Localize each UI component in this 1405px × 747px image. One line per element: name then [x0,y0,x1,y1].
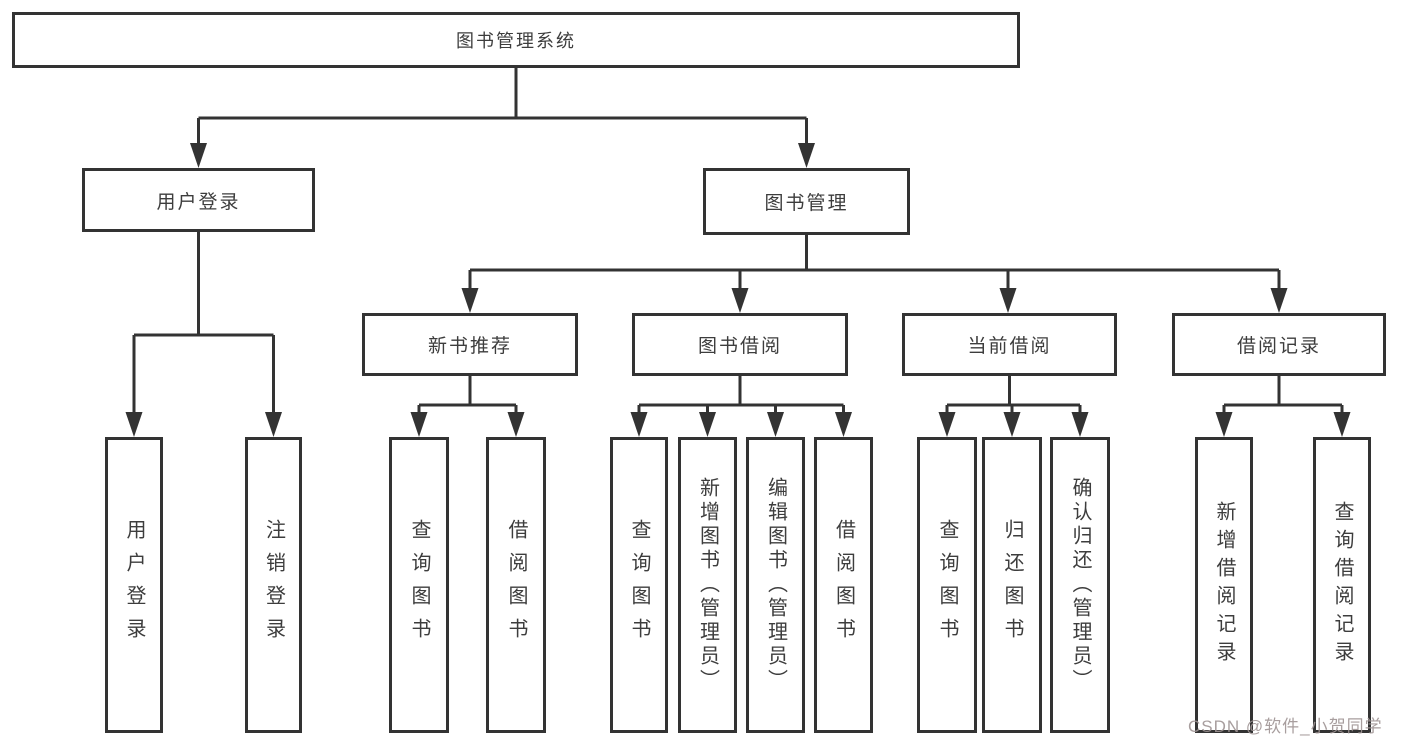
leaf-confirm-return-admin: 确认归还（管理员） [1050,437,1110,733]
leaf-return-books: 归还图书 [982,437,1042,733]
node-book-borrowing-label: 图书借阅 [697,336,782,357]
node-new-book-recommend-label: 新书推荐 [427,336,512,357]
node-user-login-label: 用户登录 [156,191,241,213]
leaf-add-borrow-record: 新增借阅记录 [1195,437,1253,733]
leaf-add-borrow-record-label: 新增借阅记录 [1213,501,1235,669]
node-book-management: 图书管理 [703,168,910,235]
leaf-query-books-borrowing: 查询图书 [610,437,668,733]
leaf-borrow-books: 借阅图书 [814,437,873,733]
leaf-add-books-admin: 新增图书（管理员） [678,437,737,733]
leaf-edit-books-admin: 编辑图书（管理员） [746,437,805,733]
leaf-edit-books-admin-label: 编辑图书（管理员） [764,477,787,693]
leaf-return-books-label: 归还图书 [1001,519,1023,651]
node-library-system-label: 图书管理系统 [456,31,576,51]
leaf-user-login-label: 用户登录 [123,519,145,651]
leaf-user-login: 用户登录 [105,437,163,733]
node-current-borrowing: 当前借阅 [902,313,1117,376]
leaf-add-books-admin-label: 新增图书（管理员） [696,477,719,693]
leaf-borrow-books-label: 借阅图书 [832,519,855,651]
leaf-logout-label: 注销登录 [262,519,285,651]
leaf-logout: 注销登录 [245,437,302,733]
node-new-book-recommend: 新书推荐 [362,313,578,376]
node-current-borrowing-label: 当前借阅 [967,336,1052,357]
node-book-borrowing: 图书借阅 [632,313,848,376]
node-borrowing-records-label: 借阅记录 [1236,336,1321,357]
leaf-borrow-books-recommend-label: 借阅图书 [505,519,527,651]
leaf-query-books-recommend-label: 查询图书 [408,519,430,651]
node-library-system: 图书管理系统 [12,12,1020,68]
leaf-query-books-recommend: 查询图书 [389,437,449,733]
leaf-query-books-current: 查询图书 [917,437,977,733]
csdn-watermark: CSDN @软件_小贺同学 [1188,717,1383,736]
node-borrowing-records: 借阅记录 [1172,313,1386,376]
node-book-management-label: 图书管理 [764,193,849,214]
leaf-query-books-borrowing-label: 查询图书 [628,519,650,651]
leaf-query-books-current-label: 查询图书 [936,519,958,651]
leaf-query-borrow-record: 查询借阅记录 [1313,437,1371,733]
leaf-query-borrow-record-label: 查询借阅记录 [1331,501,1353,669]
node-user-login: 用户登录 [82,168,315,232]
leaf-borrow-books-recommend: 借阅图书 [486,437,546,733]
leaf-confirm-return-admin-label: 确认归还（管理员） [1069,477,1091,693]
